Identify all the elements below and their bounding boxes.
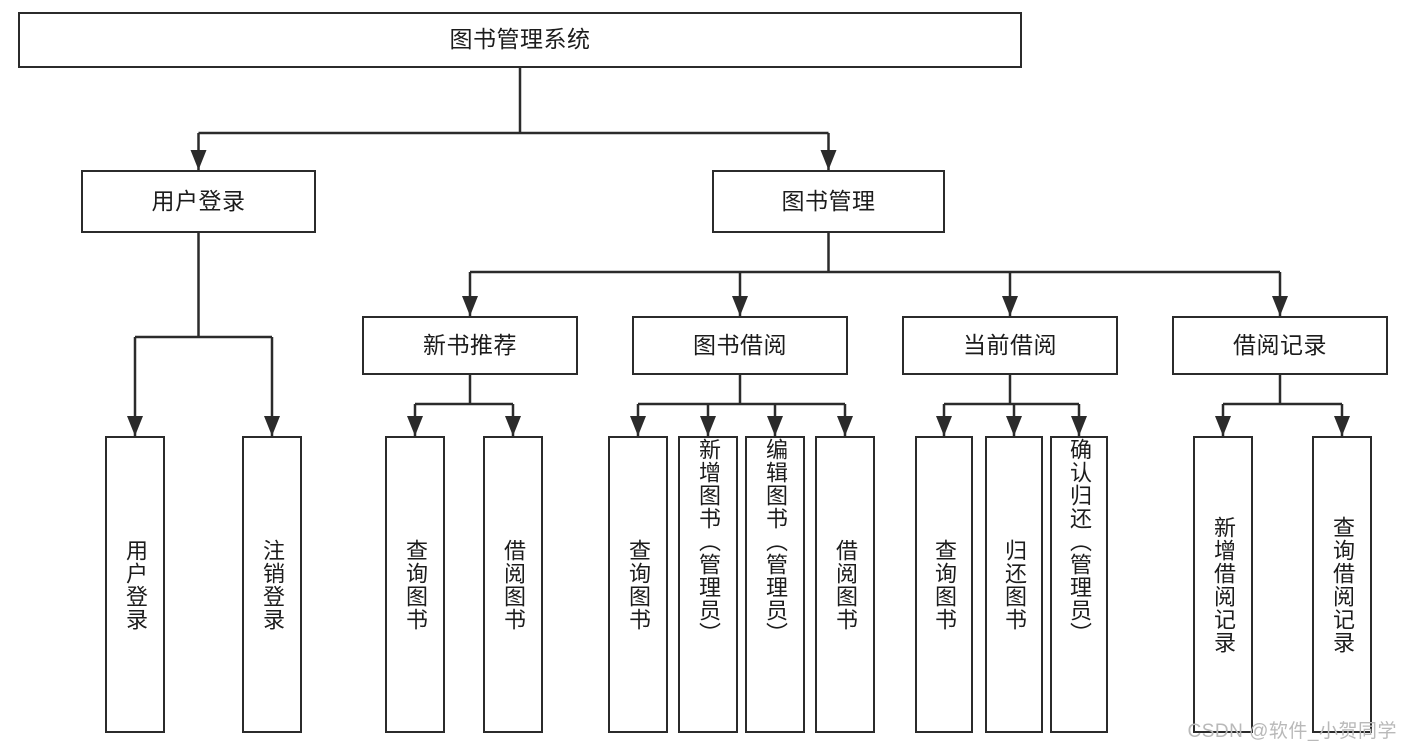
node-leaf-cur-1[interactable]: 查询图书	[915, 436, 973, 733]
node-label: 注销登录	[259, 538, 285, 631]
node-leaf-borrow-1[interactable]: 查询图书	[608, 436, 668, 733]
arrow-head	[264, 416, 280, 436]
arrow-head	[767, 416, 783, 436]
node-label: 图书借阅	[693, 331, 787, 358]
node-leaf-rec-2[interactable]: 查询借阅记录	[1312, 436, 1372, 733]
node-label: 图书管理	[781, 187, 876, 214]
node-label: 借阅图书	[500, 538, 526, 631]
node-label: 图书管理系统	[449, 26, 591, 53]
node-bookmgmt[interactable]: 图书管理	[712, 170, 945, 233]
node-root[interactable]: 图书管理系统	[18, 12, 1022, 68]
node-leaf-login-2[interactable]: 注销登录	[242, 436, 302, 733]
arrow-head	[630, 416, 646, 436]
node-leaf-rec-1[interactable]: 新增借阅记录	[1193, 436, 1253, 733]
node-label: 新增图书（管理员）	[695, 438, 721, 645]
arrow-head	[732, 296, 748, 316]
node-leaf-cur-3[interactable]: 确认归还（管理员）	[1050, 436, 1108, 733]
node-leaf-login-1[interactable]: 用户登录	[105, 436, 165, 733]
node-leaf-new-2[interactable]: 借阅图书	[483, 436, 543, 733]
arrow-head	[1215, 416, 1231, 436]
node-label: 确认归还（管理员）	[1066, 438, 1092, 645]
node-records[interactable]: 借阅记录	[1172, 316, 1388, 375]
watermark-text: CSDN @软件_小贺同学	[1187, 721, 1397, 742]
arrow-head	[936, 416, 952, 436]
node-label: 查询借阅记录	[1329, 515, 1355, 654]
arrow-head	[190, 150, 207, 170]
node-label: 借阅记录	[1233, 331, 1327, 358]
arrow-head	[407, 416, 423, 436]
node-label: 当前借阅	[963, 331, 1057, 358]
node-current[interactable]: 当前借阅	[902, 316, 1118, 375]
arrow-head	[820, 150, 837, 170]
arrow-head	[1006, 416, 1022, 436]
node-label: 编辑图书（管理员）	[762, 438, 788, 645]
arrow-head	[1071, 416, 1087, 436]
arrow-head	[700, 416, 716, 436]
arrow-head	[1334, 416, 1350, 436]
arrow-head	[462, 296, 478, 316]
node-newbook[interactable]: 新书推荐	[362, 316, 578, 375]
arrow-head	[1002, 296, 1018, 316]
node-label: 借阅图书	[832, 538, 858, 631]
node-leaf-borrow-4[interactable]: 借阅图书	[815, 436, 875, 733]
node-login[interactable]: 用户登录	[81, 170, 316, 233]
node-label: 查询图书	[625, 538, 651, 631]
node-label: 查询图书	[402, 538, 428, 631]
node-leaf-borrow-3[interactable]: 编辑图书（管理员）	[745, 436, 805, 733]
node-label: 新增借阅记录	[1210, 515, 1236, 654]
arrow-head	[127, 416, 143, 436]
node-leaf-cur-2[interactable]: 归还图书	[985, 436, 1043, 733]
node-label: 查询图书	[931, 538, 957, 631]
arrow-head	[1272, 296, 1288, 316]
node-label: 新书推荐	[423, 331, 517, 358]
node-label: 用户登录	[151, 187, 246, 214]
node-leaf-new-1[interactable]: 查询图书	[385, 436, 445, 733]
node-label: 归还图书	[1001, 538, 1027, 631]
arrow-head	[505, 416, 521, 436]
node-label: 用户登录	[122, 538, 148, 631]
node-leaf-borrow-2[interactable]: 新增图书（管理员）	[678, 436, 738, 733]
node-borrow[interactable]: 图书借阅	[632, 316, 848, 375]
arrow-head	[837, 416, 853, 436]
